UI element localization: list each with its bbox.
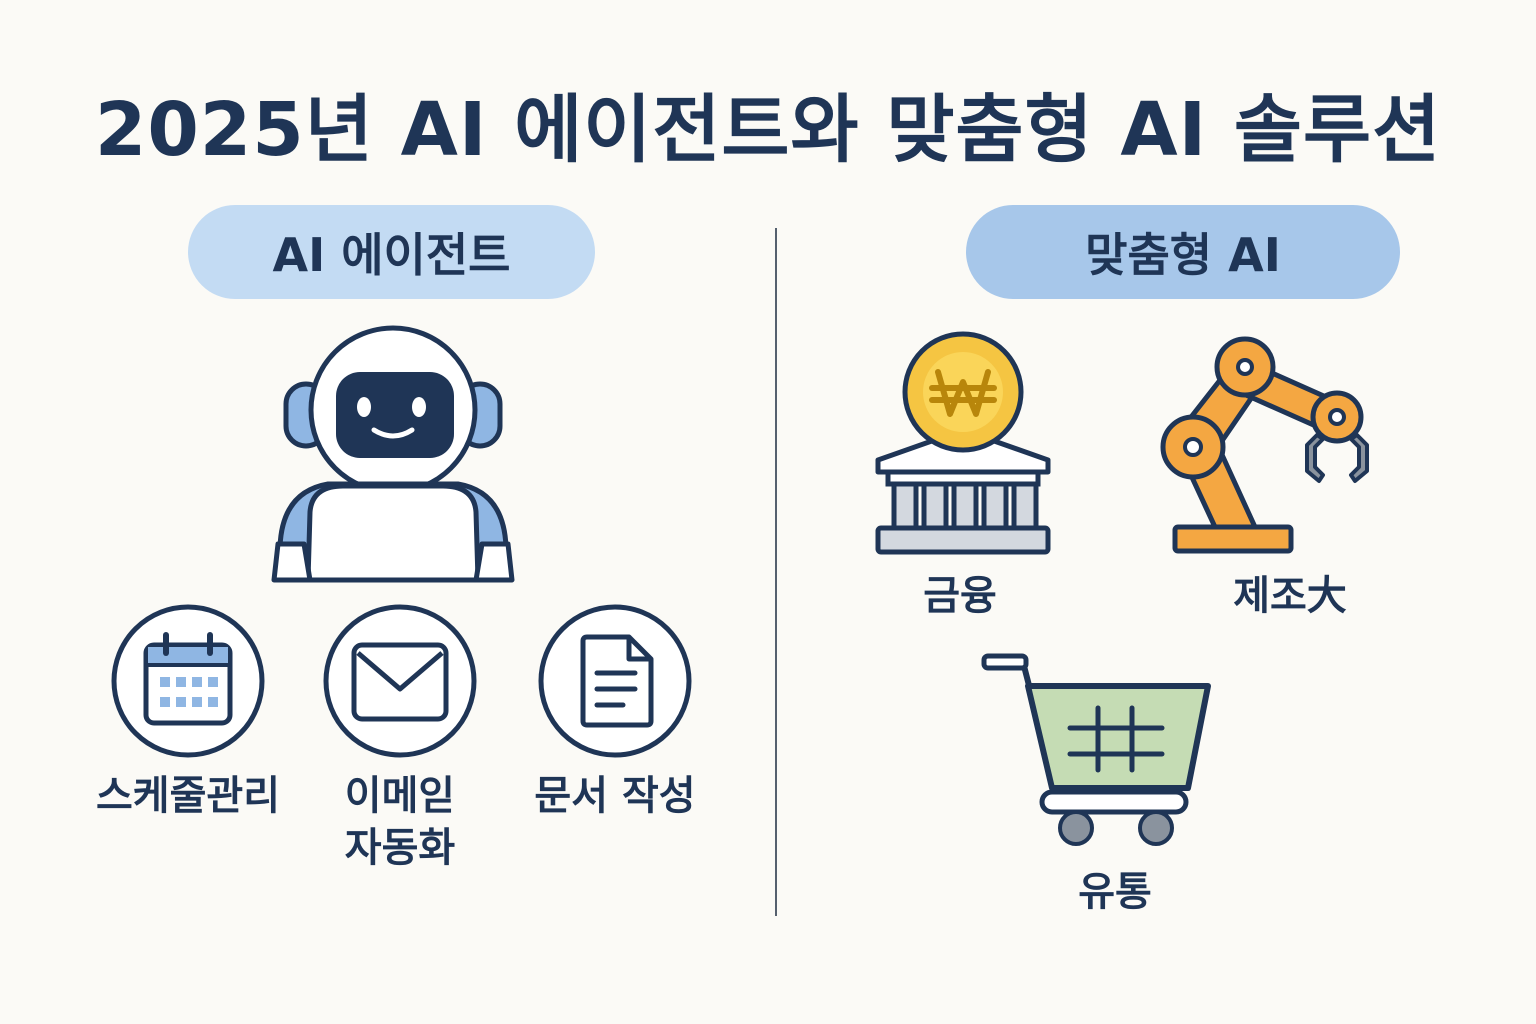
email-label-line1: 이메읻 (344, 773, 456, 819)
finance-label: 금융 (923, 573, 997, 619)
email-label-line2: 자동화 (344, 825, 456, 871)
manufacturing-label: 제조大 (1233, 573, 1347, 619)
envelope-icon (323, 604, 477, 758)
retail-label: 유통 (1078, 869, 1152, 915)
bank-coin-icon (868, 330, 1058, 564)
document-label: 문서 작성 (534, 773, 696, 819)
document-icon (538, 604, 692, 758)
shopping-cart-icon (980, 652, 1220, 856)
email-feature (322, 603, 478, 763)
center-divider (775, 228, 777, 916)
page-title: 2025년 AI 에이전트와 맞춤형 AI 솔루션 (94, 87, 1442, 173)
ai-agent-heading: AI 에이전트 (188, 205, 595, 299)
schedule-label: 스케줄관리 (96, 773, 280, 819)
document-feature (537, 603, 693, 763)
custom-ai-heading: 맞춤형 AI (966, 205, 1400, 299)
calendar-feature (110, 603, 266, 763)
calendar-icon (111, 604, 265, 758)
robot-arm-icon (1155, 335, 1380, 564)
robot-icon (268, 322, 518, 591)
